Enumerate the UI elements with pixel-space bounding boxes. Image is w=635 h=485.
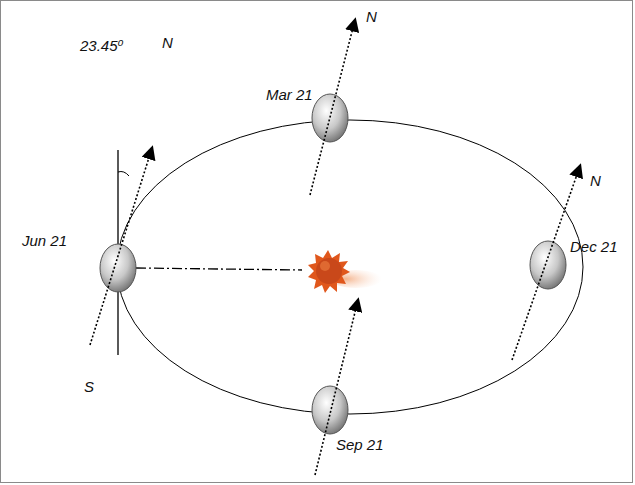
earth <box>312 94 348 142</box>
north-label: N <box>162 34 173 52</box>
north-label: N <box>366 8 377 26</box>
earth <box>530 241 566 289</box>
north-label: N <box>590 172 601 190</box>
sun-earth-line <box>136 268 302 270</box>
south-label: S <box>84 378 94 396</box>
earth-axis <box>90 148 152 345</box>
orbit-ellipse <box>117 120 583 414</box>
earth <box>100 244 136 292</box>
earth <box>312 386 348 434</box>
date-label: Dec 21 <box>570 238 618 256</box>
sun <box>308 250 350 293</box>
tilt-angle-arc <box>118 172 129 177</box>
angle-label: 23.45⁰ <box>80 37 124 55</box>
date-label: Sep 21 <box>336 436 384 454</box>
earth-axis <box>310 20 355 195</box>
date-label: Mar 21 <box>266 86 313 104</box>
earth-axis <box>512 166 580 360</box>
date-label: Jun 21 <box>22 232 67 250</box>
